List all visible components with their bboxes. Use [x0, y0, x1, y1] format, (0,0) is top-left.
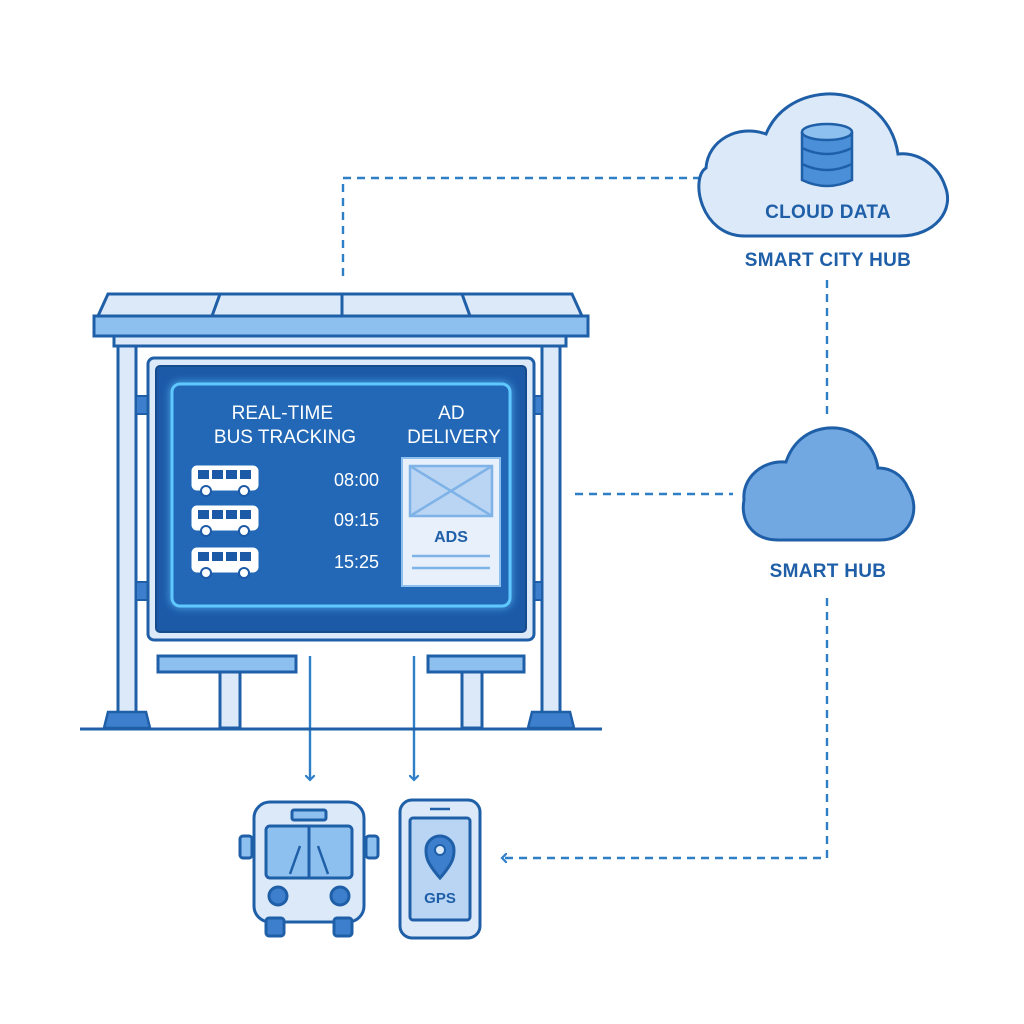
bench-left [156, 654, 298, 730]
ad-panel: AD DELIVERY ADS [401, 403, 501, 587]
smart-hub-label: SMART HUB [770, 561, 887, 582]
departure-time: 08:00 [334, 470, 379, 490]
gps-label: GPS [424, 890, 456, 907]
departure-row: 15:25 [191, 547, 379, 579]
shelter-roof [92, 292, 590, 348]
smartphone-icon: GPS [398, 798, 482, 940]
bus-icon [238, 800, 380, 938]
departure-row: 08:00 [191, 465, 379, 497]
bus-icon [191, 465, 259, 497]
smart-city-hub-label: SMART CITY HUB [745, 250, 911, 271]
ad-delivery-title: AD DELIVERY [407, 403, 501, 448]
cloud-icon [741, 426, 916, 542]
database-icon [800, 122, 854, 188]
image-placeholder-icon [408, 464, 494, 518]
departure-time: 15:25 [334, 552, 379, 572]
cloud-data-node: CLOUD DATA [697, 92, 950, 238]
smart-hub-node [741, 426, 916, 542]
bench-right [426, 654, 526, 730]
ad-card: ADS [401, 457, 501, 587]
connector-shelter-to-cloud [341, 176, 700, 276]
connector-hub-to-phone [502, 598, 829, 858]
cloud-data-title: CLOUD DATA [765, 202, 891, 223]
departure-row: 09:15 [191, 505, 379, 537]
shelter-post-left [116, 334, 138, 716]
location-pin-icon [424, 834, 456, 881]
tracking-title: REAL-TIME BUS TRACKING [214, 403, 356, 448]
bus-icon [191, 547, 259, 579]
departure-time: 09:15 [334, 510, 379, 530]
bus-icon [191, 505, 259, 537]
shelter-post-right [540, 334, 562, 716]
tracking-panel: REAL-TIME BUS TRACKING 08:00 09:15 15:25 [191, 403, 379, 579]
ads-label: ADS [434, 529, 468, 546]
